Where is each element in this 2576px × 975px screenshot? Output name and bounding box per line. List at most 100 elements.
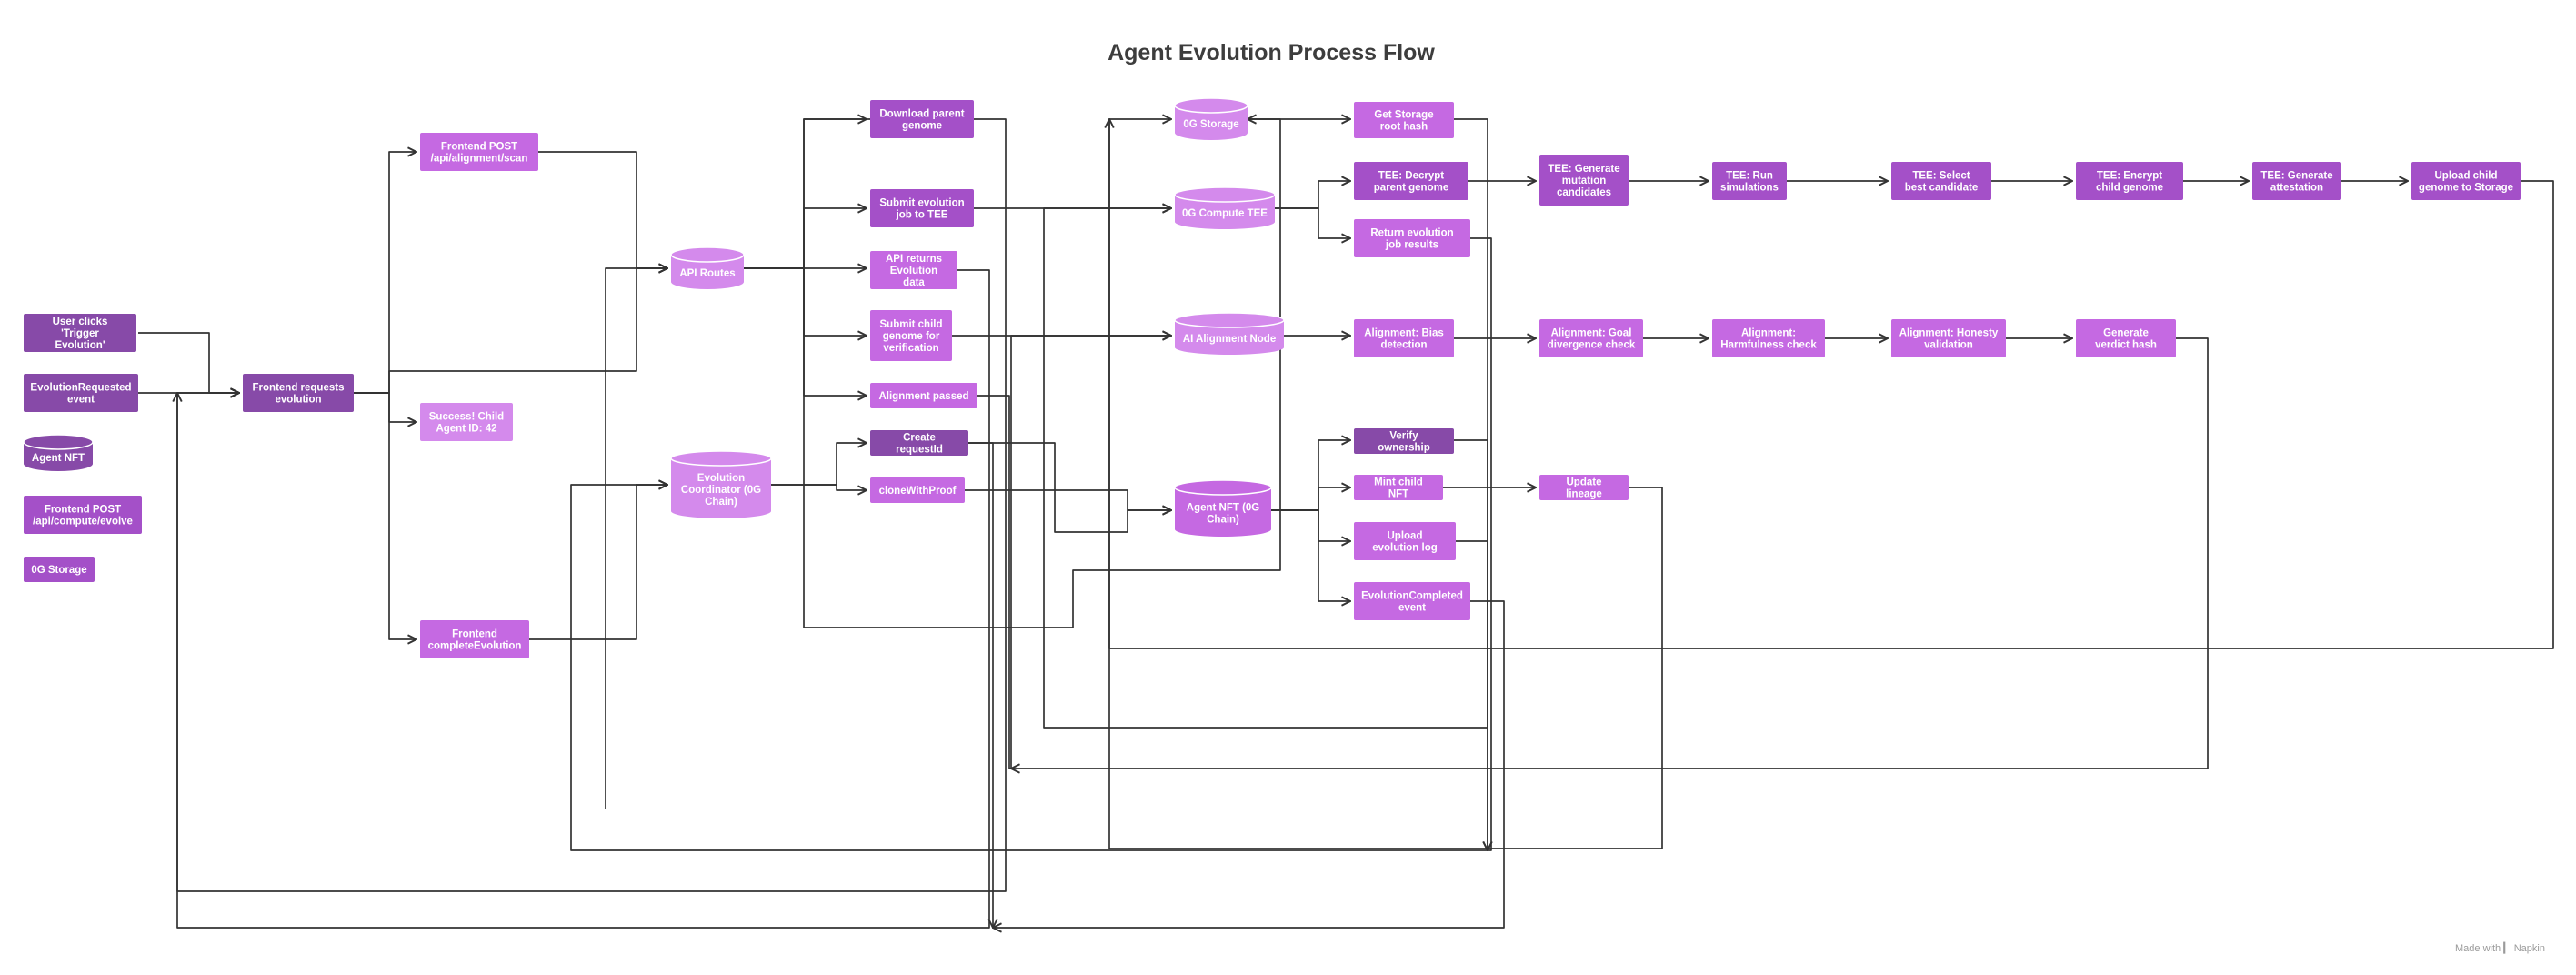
- cylinder-body: [1175, 195, 1275, 229]
- connector-39: [176, 118, 1007, 892]
- node-box: [2252, 162, 2341, 200]
- connector-50: [1109, 119, 2554, 649]
- cylinder-body: [1175, 106, 1248, 140]
- connector-22: [1275, 207, 1350, 238]
- connector-1: [138, 332, 239, 393]
- node-label: Frontend POST/api/alignment/scan: [431, 142, 528, 165]
- node-alignment-passed[interactable]: Alignment passed: [870, 383, 977, 408]
- connector-52: [605, 268, 667, 809]
- node-box: [870, 251, 957, 289]
- node-legend-frontend-post-compute[interactable]: Frontend POST/api/compute/evolve: [24, 496, 142, 534]
- node-og-storage[interactable]: 0G Storage: [1174, 97, 1248, 140]
- node-box: [1354, 162, 1468, 200]
- node-clone-with-proof[interactable]: cloneWithProof: [870, 477, 965, 503]
- connector-48: [1108, 119, 1663, 849]
- connector-41: [570, 237, 1492, 851]
- node-og-compute-tee[interactable]: 0G Compute TEE: [1174, 186, 1276, 229]
- connector-44: [968, 442, 993, 928]
- cylinder-top: [670, 246, 745, 263]
- node-box: [420, 620, 529, 658]
- node-legend-0g-storage[interactable]: 0G Storage: [24, 557, 95, 582]
- node-label: Frontend POST/api/compute/evolve: [33, 505, 133, 528]
- connector-9: [744, 119, 867, 269]
- connector-21: [1275, 181, 1350, 209]
- connector-19: [968, 442, 1171, 533]
- node-box: [24, 557, 95, 582]
- node-frontend-post-alignment[interactable]: Frontend POST/api/alignment/scan: [420, 133, 538, 171]
- node-label: API Routes: [679, 268, 735, 279]
- node-box: [1354, 319, 1454, 357]
- napkin-watermark: Made with ▎ Napkin: [2455, 943, 2545, 954]
- diagram-title: Agent Evolution Process Flow: [1108, 40, 1435, 65]
- node-box: [1712, 319, 1825, 357]
- connector-12: [744, 267, 867, 396]
- node-label: cloneWithProof: [879, 486, 957, 497]
- node-box: [1354, 219, 1470, 257]
- node-api-routes[interactable]: API Routes: [670, 246, 745, 289]
- node-box: [2076, 319, 2176, 357]
- node-box: [243, 374, 354, 412]
- cylinder-body: [1175, 488, 1271, 537]
- cylinder-body: [24, 442, 93, 471]
- connector-11: [744, 267, 867, 336]
- connector-26: [1271, 509, 1350, 541]
- connector-45: [1454, 439, 1488, 850]
- connector-3: [354, 152, 416, 394]
- cylinder-top: [23, 434, 94, 450]
- node-box: [2076, 162, 2183, 200]
- node-box: [1354, 428, 1454, 454]
- node-box: [1539, 319, 1643, 357]
- node-box: [870, 383, 977, 408]
- node-label: 0G Storage: [1183, 119, 1238, 130]
- edge-layer: [138, 118, 2554, 928]
- node-legend-agent-nft[interactable]: Agent NFT: [23, 434, 94, 471]
- node-alignment-harmfulness[interactable]: Alignment:Harmfulness check: [1712, 319, 1825, 357]
- node-label: AI Alignment Node: [1183, 334, 1276, 345]
- node-ai-alignment-node[interactable]: AI Alignment Node: [1174, 312, 1285, 355]
- connector-8: [529, 485, 667, 640]
